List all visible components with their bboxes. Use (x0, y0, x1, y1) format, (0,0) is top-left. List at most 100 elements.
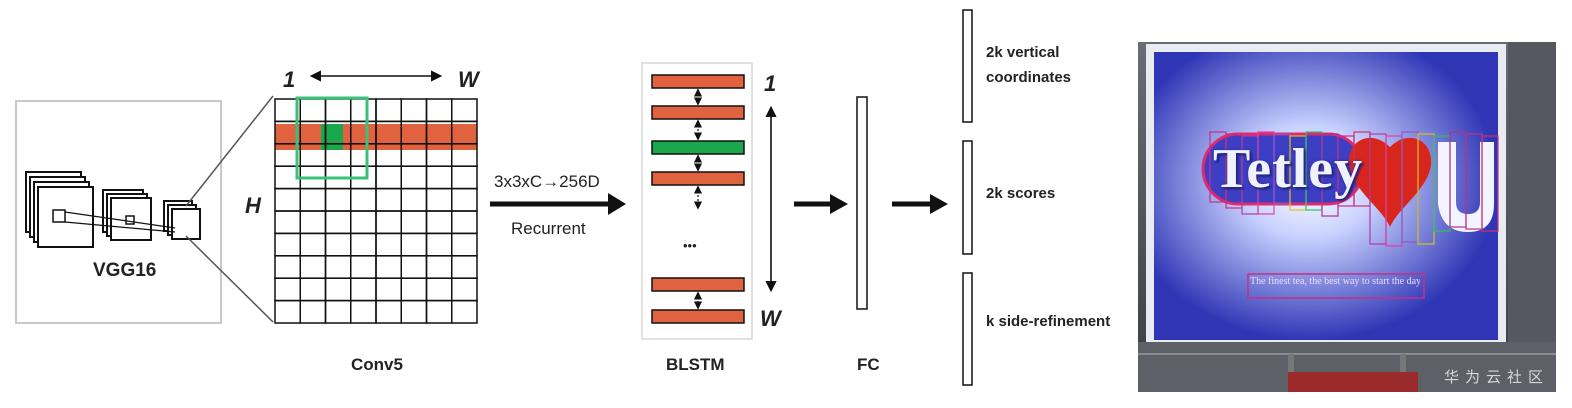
output-1-line-2: coordinates (986, 69, 1071, 86)
blstm-border (641, 62, 753, 340)
conv5-grid-cell (324, 187, 352, 212)
recurrent-arrow-head (608, 193, 626, 215)
feature-map-stack-large (25, 171, 94, 248)
conv5-grid-cell (324, 232, 352, 257)
feature-map-stack-medium (102, 189, 152, 241)
blstm-unit-orange (651, 171, 745, 186)
conv5-grid-cell (350, 277, 377, 302)
conv5-grid-cell (299, 232, 327, 257)
conv5-grid-cell (350, 210, 377, 235)
billboard-brand-text: Tetley (1213, 138, 1364, 200)
conv5-grid-cell (324, 299, 352, 324)
conv5-grid-cell (274, 277, 301, 302)
conv5-grid-cell (451, 255, 478, 279)
conv5-grid-cell (400, 210, 428, 235)
conv5-grid-cell (375, 299, 402, 324)
blstm-unit-orange (651, 309, 745, 324)
vgg16-label: VGG16 (93, 260, 156, 281)
conv5-grid-cell (375, 187, 402, 212)
blstm-bars (651, 74, 745, 324)
photo-scene (1138, 42, 1556, 392)
conv5-grid-cell (299, 255, 327, 279)
conv5-grid-cell (299, 187, 327, 212)
conv5-grid-cell (274, 232, 301, 257)
to-fc-arrow (794, 194, 848, 214)
conv5-grid (274, 98, 478, 324)
letter-u (1438, 142, 1494, 232)
conv5-grid-cell (425, 165, 453, 190)
conv5-grid-cell (274, 210, 301, 235)
recurrent-arrow-top-label: 3x3xC→256D (494, 172, 600, 191)
conv5-grid-cell (375, 165, 402, 190)
fc-label: FC (857, 355, 880, 374)
conv5-grid-cell (425, 277, 453, 302)
conv5-grid-cell (375, 255, 402, 279)
conv5-grid-cell (274, 187, 301, 212)
feature-map-stack-small (163, 200, 201, 240)
conv5-grid-cell (350, 299, 377, 324)
conv5-height-label: H (245, 193, 262, 218)
conv5-grid-cell (375, 232, 402, 257)
conv5-block: 1 W H Conv5 (245, 67, 481, 374)
conv5-grid-cell (299, 277, 327, 302)
blstm-unit-orange (651, 105, 745, 120)
conv5-grid-cell (299, 299, 327, 324)
conv5-grid-cell (451, 277, 478, 302)
receptive-line-bottom (64, 221, 176, 233)
conv5-grid-cell (425, 187, 453, 212)
conv5-grid-cell (425, 255, 453, 279)
conv5-grid-cell (400, 165, 428, 190)
text-proposal-box (1481, 135, 1499, 232)
output-bar-2 (962, 140, 973, 255)
output-bar-1 (962, 9, 973, 123)
zoom-line-top (185, 95, 274, 207)
output-1-line-1: 2k vertical (986, 44, 1059, 61)
blstm-ellipsis: ••• (683, 238, 697, 253)
zoom-line-bottom (185, 235, 274, 323)
receptive-line-top (64, 211, 176, 229)
blstm-label: BLSTM (666, 355, 725, 374)
conv5-grid-cell (425, 232, 453, 257)
conv5-grid-cell (324, 255, 352, 279)
conv5-grid-cell (299, 98, 327, 123)
conv5-axis-start: 1 (283, 67, 295, 92)
conv5-sliding-window (295, 96, 369, 180)
conv5-grid-cell (425, 210, 453, 235)
output-bar-3 (962, 272, 973, 386)
output-side-refinement: k side-refinement (962, 272, 1110, 386)
conv5-highlight-cell (321, 124, 343, 150)
conv5-grid-cell (400, 232, 428, 257)
conv5-grid-cell (425, 98, 453, 123)
conv5-grid-cell (350, 187, 377, 212)
output-3-line-1: k side-refinement (986, 313, 1110, 330)
output-2-line-1: 2k scores (986, 185, 1055, 202)
blstm-unit-orange (651, 74, 745, 89)
to-outputs-arrow (892, 194, 948, 214)
tagline-proposal (1247, 273, 1425, 299)
conv5-grid-cell (324, 277, 352, 302)
fc-block: FC (856, 96, 880, 374)
conv5-grid-cell (400, 255, 428, 279)
recurrent-arrow-bottom-label: Recurrent (511, 219, 586, 238)
conv5-grid-cell (350, 255, 377, 279)
blstm-axis-start: 1 (764, 71, 776, 96)
conv5-grid-cell (274, 299, 301, 324)
conv5-grid-cell (350, 232, 377, 257)
conv5-grid-cell (451, 165, 478, 190)
conv5-grid-cell (400, 299, 428, 324)
conv5-grid-cell (375, 98, 402, 123)
blstm-unit-orange (651, 277, 745, 292)
conv5-grid-cell (299, 210, 327, 235)
vgg16-panel: VGG16 (15, 100, 222, 324)
detection-example-photo: Tetley The finest tea, the best way to s… (1138, 42, 1556, 392)
conv5-label: Conv5 (351, 355, 403, 374)
conv5-grid-cell (451, 98, 478, 123)
conv5-grid-cell (451, 299, 478, 324)
conv5-grid-cell (375, 210, 402, 235)
conv5-grid-cell (400, 98, 428, 123)
conv5-grid-cell (324, 98, 352, 123)
output-vertical-coordinates: 2k vertical coordinates (962, 9, 1071, 123)
conv5-grid-cell (375, 277, 402, 302)
